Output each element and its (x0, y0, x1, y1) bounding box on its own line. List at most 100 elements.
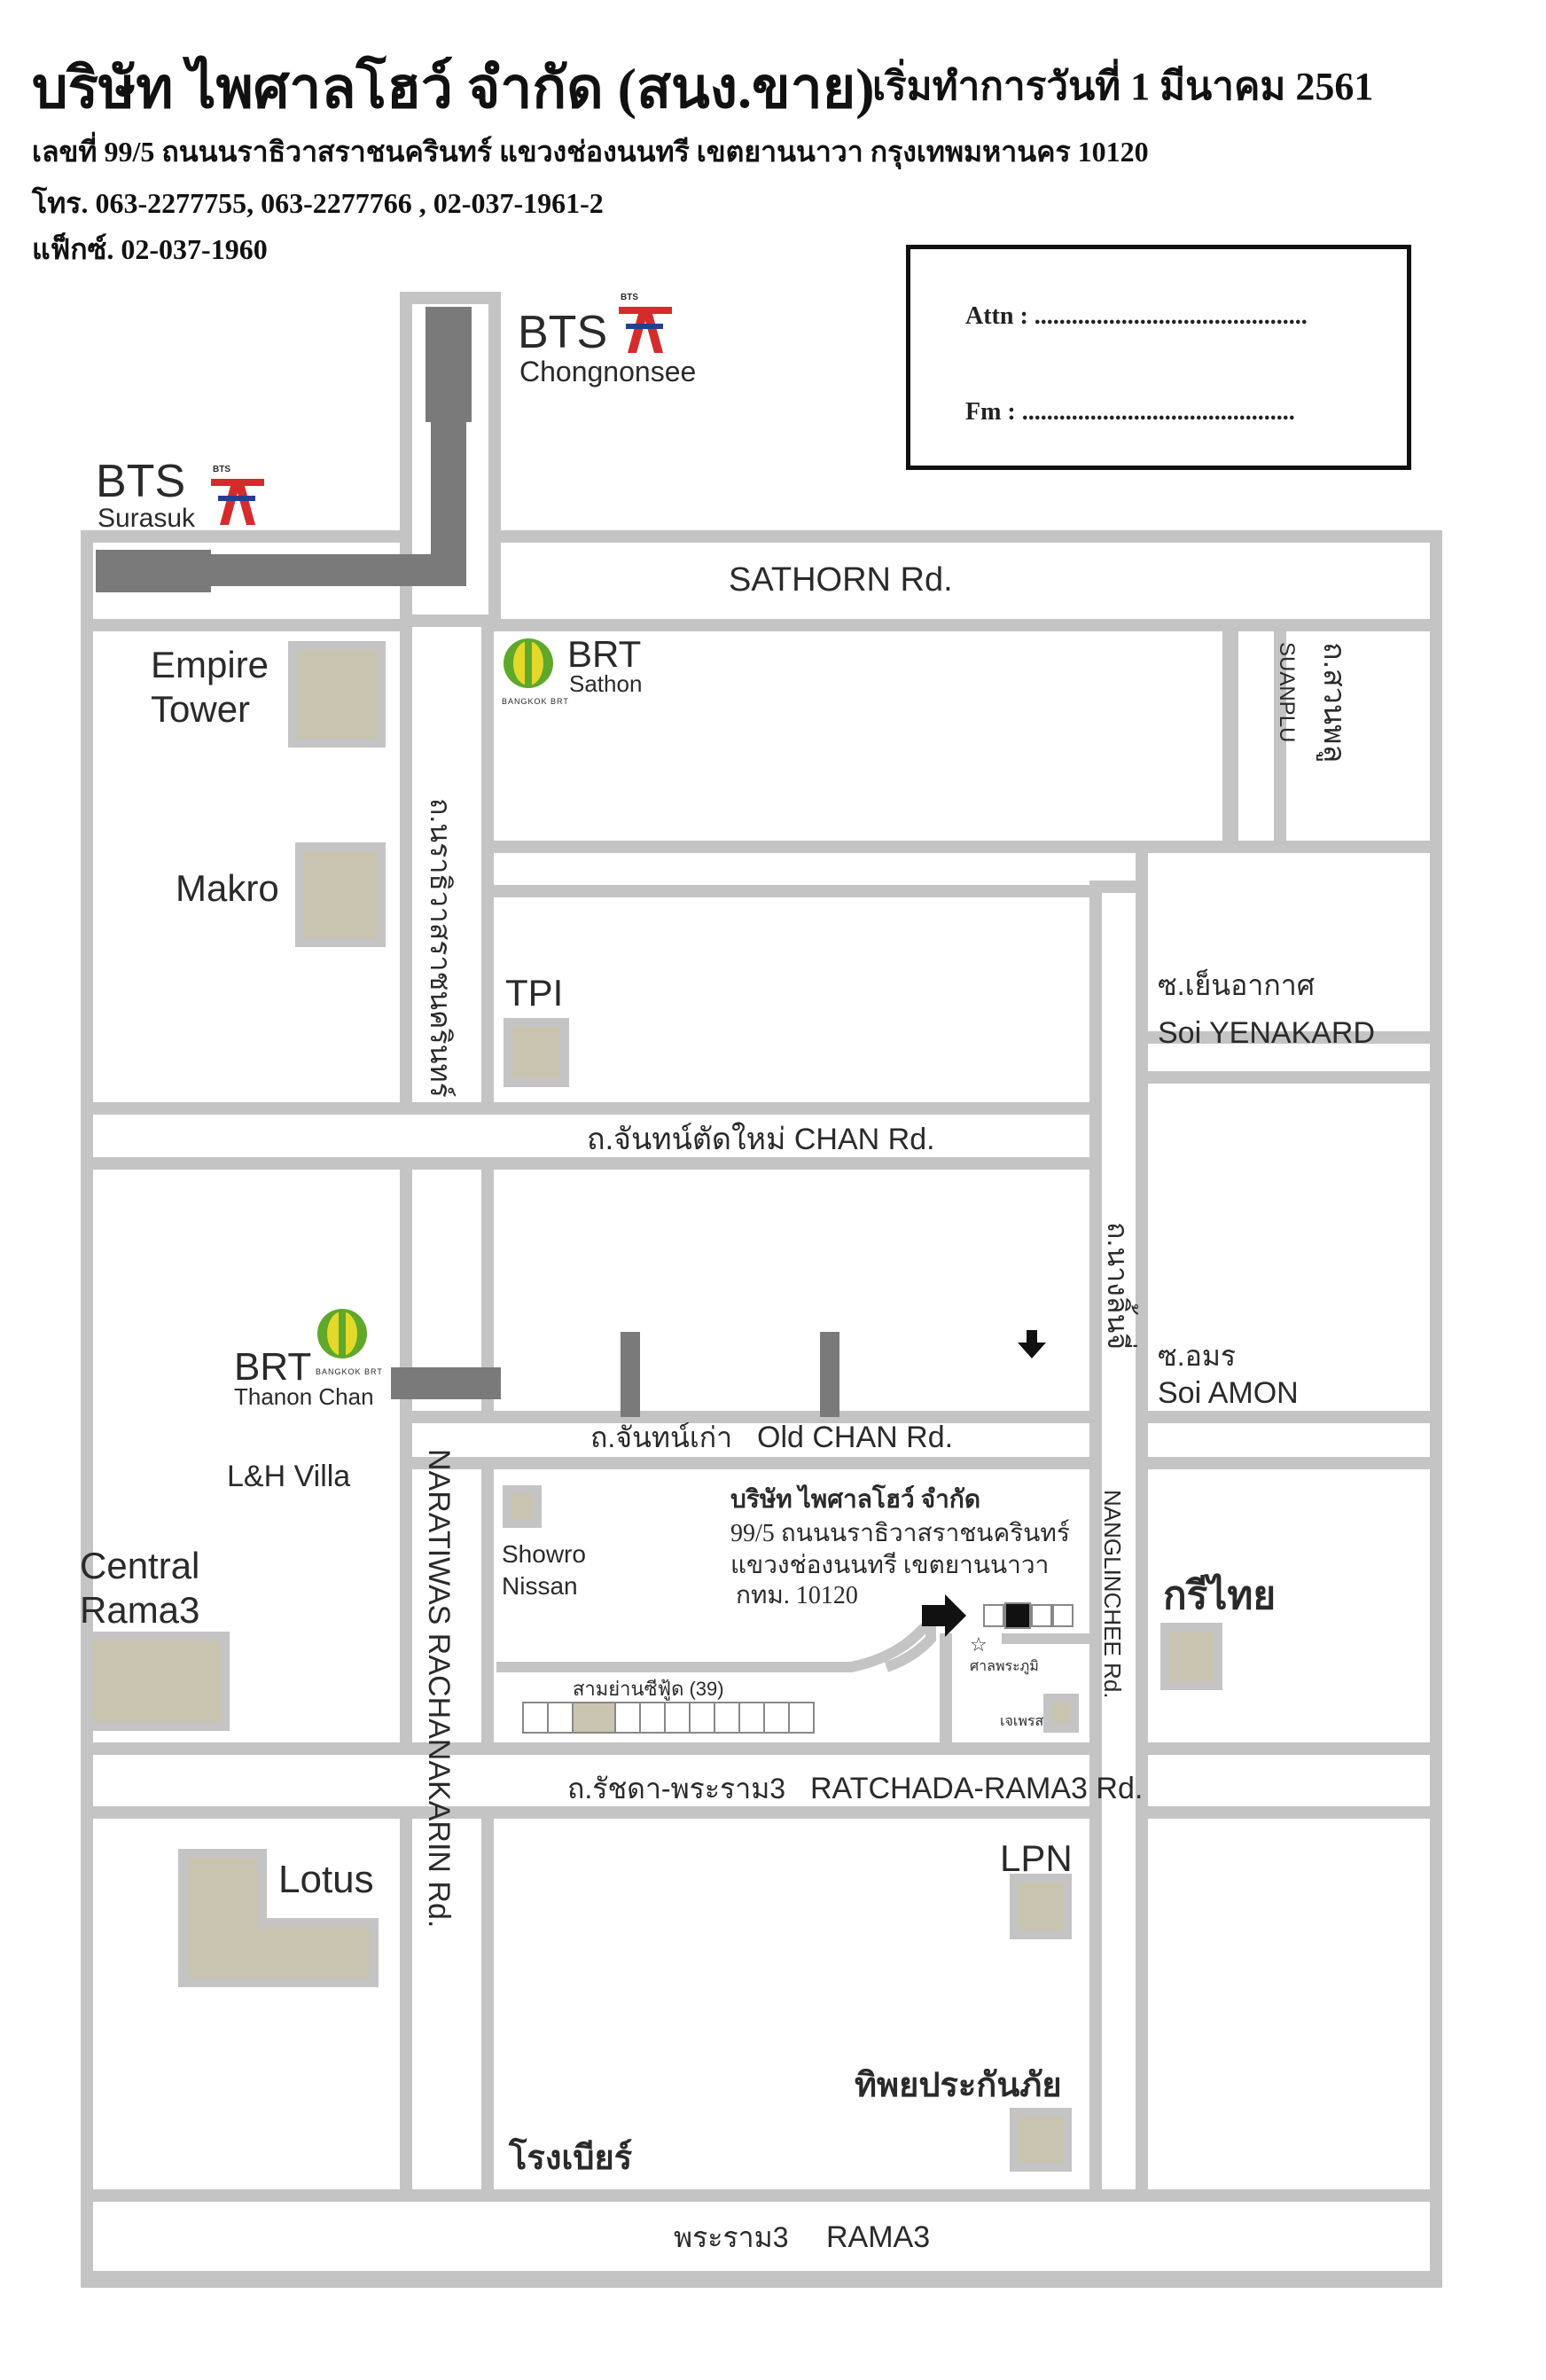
empire-tower-label-2: Tower (151, 688, 250, 730)
company-unit (1031, 1604, 1052, 1627)
city-blocks (81, 619, 1442, 2202)
brt-thanon-chan-name: Thanon Chan (234, 1383, 374, 1410)
narathiwat-en-label: NARATIWAS RACHANAKARIN Rd. (422, 1449, 456, 1928)
nanglinchee-en-label: NANGLINCHEE Rd. (1099, 1490, 1126, 1699)
block-right-yenakard-top (1136, 841, 1442, 1044)
sathorn-road-label: SATHORN Rd. (729, 561, 953, 599)
soi-yenakard-th-label: ซ.เย็นอากาศ (1158, 968, 1315, 1001)
lotus-label: Lotus (278, 1858, 374, 1901)
brt-logo-icon: BANGKOK BRT (502, 638, 569, 706)
soi-roads (1136, 1031, 1442, 1469)
lpn-label: LPN (1000, 1837, 1073, 1879)
bts-track (96, 307, 839, 1417)
company-units (983, 1602, 1074, 1629)
nanglinchee-road (1089, 881, 1148, 2202)
samyan-cell (763, 1702, 790, 1734)
attn-box: Attn : .................................… (906, 245, 1411, 470)
empire-tower-label-1: Empire (151, 644, 269, 685)
arrow-right-icon (922, 1594, 966, 1637)
company-inner-partition (940, 1633, 952, 1749)
brt-thanon-chan-platform (391, 1367, 501, 1399)
bts-surasuk-line: BTS (96, 456, 185, 507)
tpi-building (504, 1018, 569, 1087)
krithai-label: กรีไทย (1163, 1572, 1276, 1617)
old-chan-en-label: Old CHAN Rd. (757, 1421, 953, 1454)
empire-tower-building (288, 641, 386, 748)
company-lane-marker-2 (820, 1332, 839, 1417)
showroom-label-1: Showro (502, 1540, 586, 1568)
block-chan-middle (481, 1157, 1102, 1423)
suanplu-th-label: ถ.สวนพลู (1316, 642, 1351, 763)
central-building (82, 1632, 230, 1731)
brt-logo-text: BANGKOK BRT (502, 697, 569, 706)
central-label-2: Rama3 (80, 1589, 199, 1631)
company-fax: แฟ็กซ์. 02-037-1960 (32, 233, 268, 265)
company-title: บริษัท ไพศาลโฮว์ จำกัด (สนง.ขาย) (32, 57, 875, 120)
block-sathon-brt (481, 619, 1235, 853)
rama3-en-label: RAMA3 (826, 2220, 930, 2254)
narathiwat-th-label: ถ.นราธิวาสราชนครินทร์ (425, 798, 457, 1098)
company-marker-name: บริษัท ไพศาลโฮว์ จำกัด (730, 1484, 980, 1514)
jaypress-label: เจเพรส (1000, 1714, 1043, 1729)
lotus-building (178, 1849, 379, 1987)
jaypress-building (1043, 1694, 1079, 1733)
buildings (82, 641, 1222, 2172)
brewery-label: โรงเบียร์ (508, 2137, 633, 2177)
samyan-cell (547, 1702, 574, 1734)
company-marker-addr3: กทม. 10120 (736, 1582, 858, 1609)
samyan-cell (689, 1702, 715, 1734)
samyan-cell (522, 1702, 549, 1734)
samyan-row (522, 1702, 815, 1734)
attn-line: Attn : .................................… (965, 302, 1308, 330)
block-right-lower (1136, 1806, 1442, 2202)
nanglinchee-th-label: ถ.นางลิ้นจี่ (1102, 1222, 1138, 1350)
tpi-label: TPI (505, 972, 563, 1014)
company-unit-highlight (1004, 1602, 1031, 1629)
block-tpi (481, 885, 1102, 1115)
makro-label: Makro (176, 867, 279, 909)
brt-thanon-chan-line: BRT (234, 1345, 311, 1389)
saan-label: ศาลพระภูมิ (970, 1659, 1039, 1675)
ratchada-en-label: RATCHADA-RAMA3 Rd. (810, 1772, 1143, 1805)
block-krithai (1136, 1457, 1442, 1755)
company-marker-addr2: แขวงช่องนนทรี เขตยานนาวา (730, 1551, 1049, 1579)
soi-yenakard-en-label: Soi YENAKARD (1158, 1016, 1375, 1050)
chan-road-label: ถ.จันทน์ตัดใหม่ CHAN Rd. (587, 1122, 935, 1156)
brt-logo-icon: BANGKOK BRT (316, 1309, 383, 1376)
brt-sathon-name: Sathon (569, 670, 642, 697)
brt-logo-text: BANGKOK BRT (316, 1367, 383, 1376)
soi-yenakard (1136, 1031, 1442, 1084)
soi-amon-th-label: ซ.อมร (1158, 1340, 1236, 1372)
soi-amon-en-label: Soi AMON (1158, 1376, 1299, 1410)
bts-surasuk-platform (96, 550, 211, 592)
company-unit (983, 1604, 1004, 1627)
block-lpn (481, 1806, 1102, 2202)
lh-villa-label: L&H Villa (227, 1460, 350, 1493)
central-label-1: Central (80, 1545, 199, 1586)
bts-surasuk-name: Surasuk (98, 504, 196, 533)
company-marker-addr1: 99/5 ถนนนราธิวาสราชนครินทร์ (730, 1519, 1070, 1547)
bts-chongnonsee-platform (426, 307, 472, 422)
krithai-building (1160, 1623, 1222, 1690)
samyan-cell (614, 1702, 641, 1734)
samyan-cell (738, 1702, 765, 1734)
bts-chongnonsee-line: BTS (518, 307, 607, 358)
lpn-building (1010, 1874, 1072, 1939)
star-icon: ☆ (970, 1633, 988, 1656)
company-address: เลขที่ 99/5 ถนนนราธิวาสราชนครินทร์ แขวงช… (32, 136, 1149, 168)
bts-logo-icon: BTS (211, 465, 264, 525)
soi-amon (1136, 1411, 1442, 1469)
samyan-cell (788, 1702, 815, 1734)
bts-chongnonsee-name: Chongnonsee (519, 356, 696, 388)
start-date: เริ่มทำการวันที่ 1 มีนาคม 2561 (872, 65, 1374, 108)
company-unit (1052, 1604, 1074, 1627)
thipaya-building (1010, 2108, 1072, 2172)
ratchada-th-label: ถ.รัชดา-พระราม3 (567, 1773, 785, 1805)
makro-building (295, 842, 386, 947)
samyan-cell (664, 1702, 691, 1734)
company-phone: โทร. 063-2277755, 063-2277766 , 02-037-1… (32, 187, 604, 219)
bts-logo-icon: BTS (619, 293, 672, 353)
company-driveway (496, 1611, 936, 1672)
thipaya-label: ทิพยประกันภัย (855, 2067, 1062, 2104)
